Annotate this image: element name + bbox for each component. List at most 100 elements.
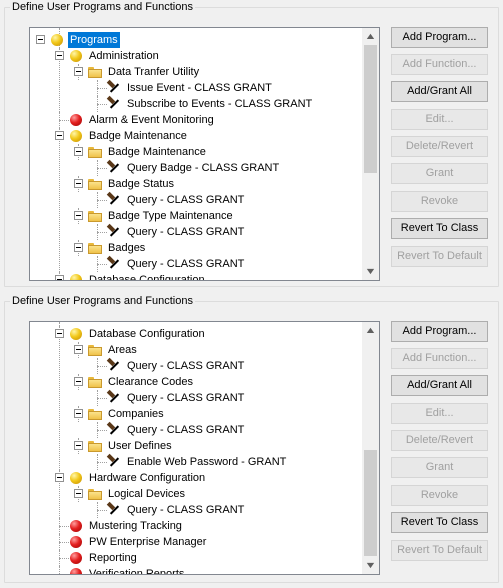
collapse-toggle-icon[interactable] (74, 489, 83, 498)
yellow-ball-icon (68, 326, 84, 342)
tree-item-label: Reporting (89, 552, 137, 564)
tree-vertical-scrollbar[interactable]: ▲ ▼ (362, 28, 379, 280)
tree-item[interactable]: Badge Maintenance (87, 144, 208, 160)
folder-icon (87, 342, 103, 358)
collapse-toggle-icon[interactable] (74, 345, 83, 354)
grant-button[interactable]: Grant (391, 457, 488, 478)
tree-item[interactable]: Badges (87, 240, 147, 256)
yellow-ball-icon (68, 470, 84, 486)
tree-connector-line (59, 518, 60, 534)
tree-item[interactable]: Query - CLASS GRANT (106, 502, 246, 518)
tree-item[interactable]: Reporting (68, 550, 139, 566)
collapse-toggle-icon[interactable] (74, 67, 83, 76)
add-program-button[interactable]: Add Program... (391, 321, 488, 342)
tree-item-label: Issue Event - CLASS GRANT (127, 82, 272, 94)
tree-connector-line (59, 322, 60, 574)
tree-item-label: Badge Type Maintenance (108, 210, 233, 222)
tree-item-label: Badge Maintenance (89, 130, 187, 142)
hammer-icon (106, 358, 122, 374)
collapse-toggle-icon[interactable] (74, 377, 83, 386)
tree-item[interactable]: PW Enterprise Manager (68, 534, 208, 550)
collapse-toggle-icon[interactable] (74, 211, 83, 220)
tree-item[interactable]: Subscribe to Events - CLASS GRANT (106, 96, 314, 112)
tree-item[interactable]: Hardware Configuration (68, 470, 207, 486)
tree-item[interactable]: Query - CLASS GRANT (106, 358, 246, 374)
tree-item[interactable]: Data Tranfer Utility (87, 64, 201, 80)
collapse-toggle-icon[interactable] (55, 473, 64, 482)
scroll-up-arrow-icon[interactable]: ▲ (364, 31, 377, 41)
red-ball-icon (68, 112, 84, 128)
tree-item[interactable]: Administration (68, 48, 161, 64)
delete-revert-button[interactable]: Delete/Revert (391, 430, 488, 451)
yellow-ball-icon (68, 48, 84, 64)
collapse-toggle-icon[interactable] (74, 441, 83, 450)
tree-item[interactable]: Query - CLASS GRANT (106, 256, 246, 272)
collapse-toggle-icon[interactable] (74, 409, 83, 418)
tree-connector-line (97, 430, 107, 431)
tree-item-label: Query Badge - CLASS GRANT (127, 162, 280, 174)
scroll-up-arrow-icon[interactable]: ▲ (364, 325, 377, 335)
edit-button[interactable]: Edit... (391, 403, 488, 424)
tree-item[interactable]: Alarm & Event Monitoring (68, 112, 216, 128)
add-function-button[interactable]: Add Function... (391, 54, 488, 75)
tree-item[interactable]: Logical Devices (87, 486, 187, 502)
folder-icon (87, 176, 103, 192)
collapse-toggle-icon[interactable] (55, 131, 64, 140)
tree-item[interactable]: Programs (49, 32, 120, 48)
collapse-toggle-icon[interactable] (74, 179, 83, 188)
tree-vertical-scrollbar[interactable]: ▲ ▼ (362, 322, 379, 574)
tree-item[interactable]: Query - CLASS GRANT (106, 422, 246, 438)
hammer-icon (106, 502, 122, 518)
hammer-icon (106, 224, 122, 240)
tree-item[interactable]: Verification Reports (68, 566, 186, 574)
tree-item[interactable]: Clearance Codes (87, 374, 195, 390)
tree-item[interactable]: Areas (87, 342, 139, 358)
red-ball-icon (68, 566, 84, 574)
grant-button[interactable]: Grant (391, 163, 488, 184)
add-grant-all-button[interactable]: Add/Grant All (391, 81, 488, 102)
tree-item[interactable]: Badge Type Maintenance (87, 208, 235, 224)
tree-item[interactable]: Query - CLASS GRANT (106, 390, 246, 406)
collapse-toggle-icon[interactable] (74, 147, 83, 156)
collapse-toggle-icon[interactable] (36, 35, 45, 44)
add-program-button[interactable]: Add Program... (391, 27, 488, 48)
revert-to-class-button[interactable]: Revert To Class (391, 512, 488, 533)
revoke-button[interactable]: Revoke (391, 191, 488, 212)
collapse-toggle-icon[interactable] (55, 51, 64, 60)
tree-item[interactable]: Database Configuration (68, 272, 207, 280)
collapse-toggle-icon[interactable] (74, 243, 83, 252)
tree-item[interactable]: Query - CLASS GRANT (106, 224, 246, 240)
tree-item[interactable]: Badge Status (87, 176, 176, 192)
tree-item[interactable]: Database Configuration (68, 326, 207, 342)
tree-item[interactable]: Companies (87, 406, 166, 422)
edit-button[interactable]: Edit... (391, 109, 488, 130)
revert-to-default-button[interactable]: Revert To Default (391, 540, 488, 561)
revert-to-class-button[interactable]: Revert To Class (391, 218, 488, 239)
tree-item[interactable]: Query - CLASS GRANT (106, 192, 246, 208)
revert-to-default-button[interactable]: Revert To Default (391, 246, 488, 267)
collapse-toggle-icon[interactable] (55, 329, 64, 338)
scroll-down-arrow-icon[interactable]: ▼ (364, 266, 377, 276)
scrollbar-thumb[interactable] (364, 450, 377, 556)
tree-item[interactable]: Enable Web Password - GRANT (106, 454, 288, 470)
scroll-down-arrow-icon[interactable]: ▼ (364, 560, 377, 570)
tree-item[interactable]: Issue Event - CLASS GRANT (106, 80, 274, 96)
collapse-toggle-icon[interactable] (55, 275, 64, 280)
tree-item[interactable]: Badge Maintenance (68, 128, 189, 144)
tree-item-label: Alarm & Event Monitoring (89, 114, 214, 126)
tree-item[interactable]: Mustering Tracking (68, 518, 184, 534)
add-grant-all-button[interactable]: Add/Grant All (391, 375, 488, 396)
yellow-ball-icon (49, 32, 65, 48)
tree-item-label: Query - CLASS GRANT (127, 360, 245, 372)
tree-item[interactable]: User Defines (87, 438, 174, 454)
delete-revert-button[interactable]: Delete/Revert (391, 136, 488, 157)
revoke-button[interactable]: Revoke (391, 485, 488, 506)
tree-item[interactable]: Query Badge - CLASS GRANT (106, 160, 281, 176)
add-function-button[interactable]: Add Function... (391, 348, 488, 369)
scrollbar-thumb[interactable] (364, 45, 377, 173)
hammer-icon (106, 454, 122, 470)
